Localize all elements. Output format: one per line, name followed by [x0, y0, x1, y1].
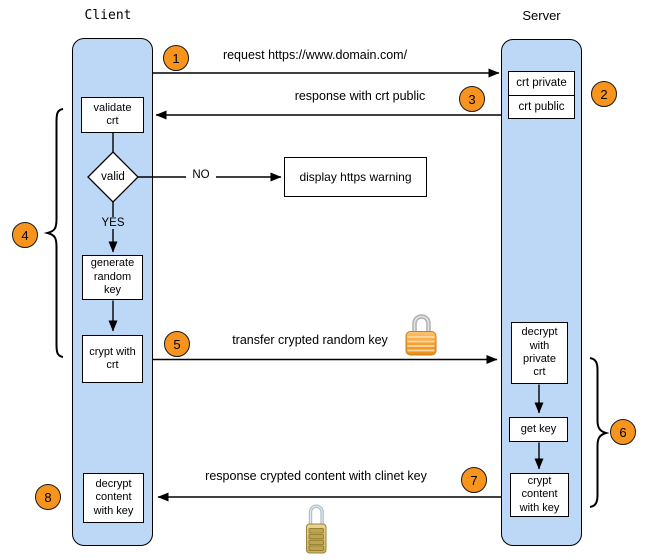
client-actor-label: Client	[84, 8, 132, 23]
message-request-url: request https://www.domain.com/	[222, 48, 408, 62]
step-badge-5: 5	[164, 331, 190, 357]
server-actor-label: Server	[522, 8, 561, 23]
step-badge-1: 1	[163, 45, 189, 71]
node-decrypt-content-with-key: decrypt content with key	[83, 473, 144, 523]
node-validate-crt: validate crt	[81, 97, 144, 133]
node-certificate-pair: crt private crt public	[508, 71, 575, 119]
node-decrypt-with-private-crt: decrypt with private crt	[511, 322, 568, 384]
node-get-key: get key	[509, 417, 568, 442]
valid-decision-diamond	[87, 151, 139, 203]
combination-lock-icon	[306, 504, 327, 554]
step-badge-6: 6	[610, 419, 636, 445]
yes-branch-label: YES	[96, 217, 130, 229]
node-crt-public: crt public	[518, 100, 565, 113]
message-transfer-crypted-key: transfer crypted random key	[232, 333, 388, 347]
node-crypt-content-with-key: crypt content with key	[510, 473, 569, 517]
step-badge-8: 8	[35, 484, 61, 510]
node-crypt-with-crt: crypt with crt	[82, 335, 143, 383]
step-badge-4: 4	[12, 222, 38, 248]
valid-decision-label: valid	[101, 171, 125, 183]
padlock-icon	[405, 314, 437, 356]
message-response-crt-public: response with crt public	[294, 89, 426, 103]
brace-step6	[589, 357, 610, 508]
step-badge-3: 3	[459, 86, 485, 112]
no-branch-label: NO	[186, 169, 216, 181]
step-badge-7: 7	[461, 467, 487, 493]
brace-step4	[43, 108, 64, 358]
node-crt-private: crt private	[509, 72, 574, 96]
message-response-crypted-content: response crypted content with clinet key	[205, 469, 427, 483]
step-badge-2: 2	[591, 81, 617, 107]
node-display-https-warning: display https warning	[284, 157, 427, 197]
node-generate-random-key: generate random key	[82, 255, 143, 300]
